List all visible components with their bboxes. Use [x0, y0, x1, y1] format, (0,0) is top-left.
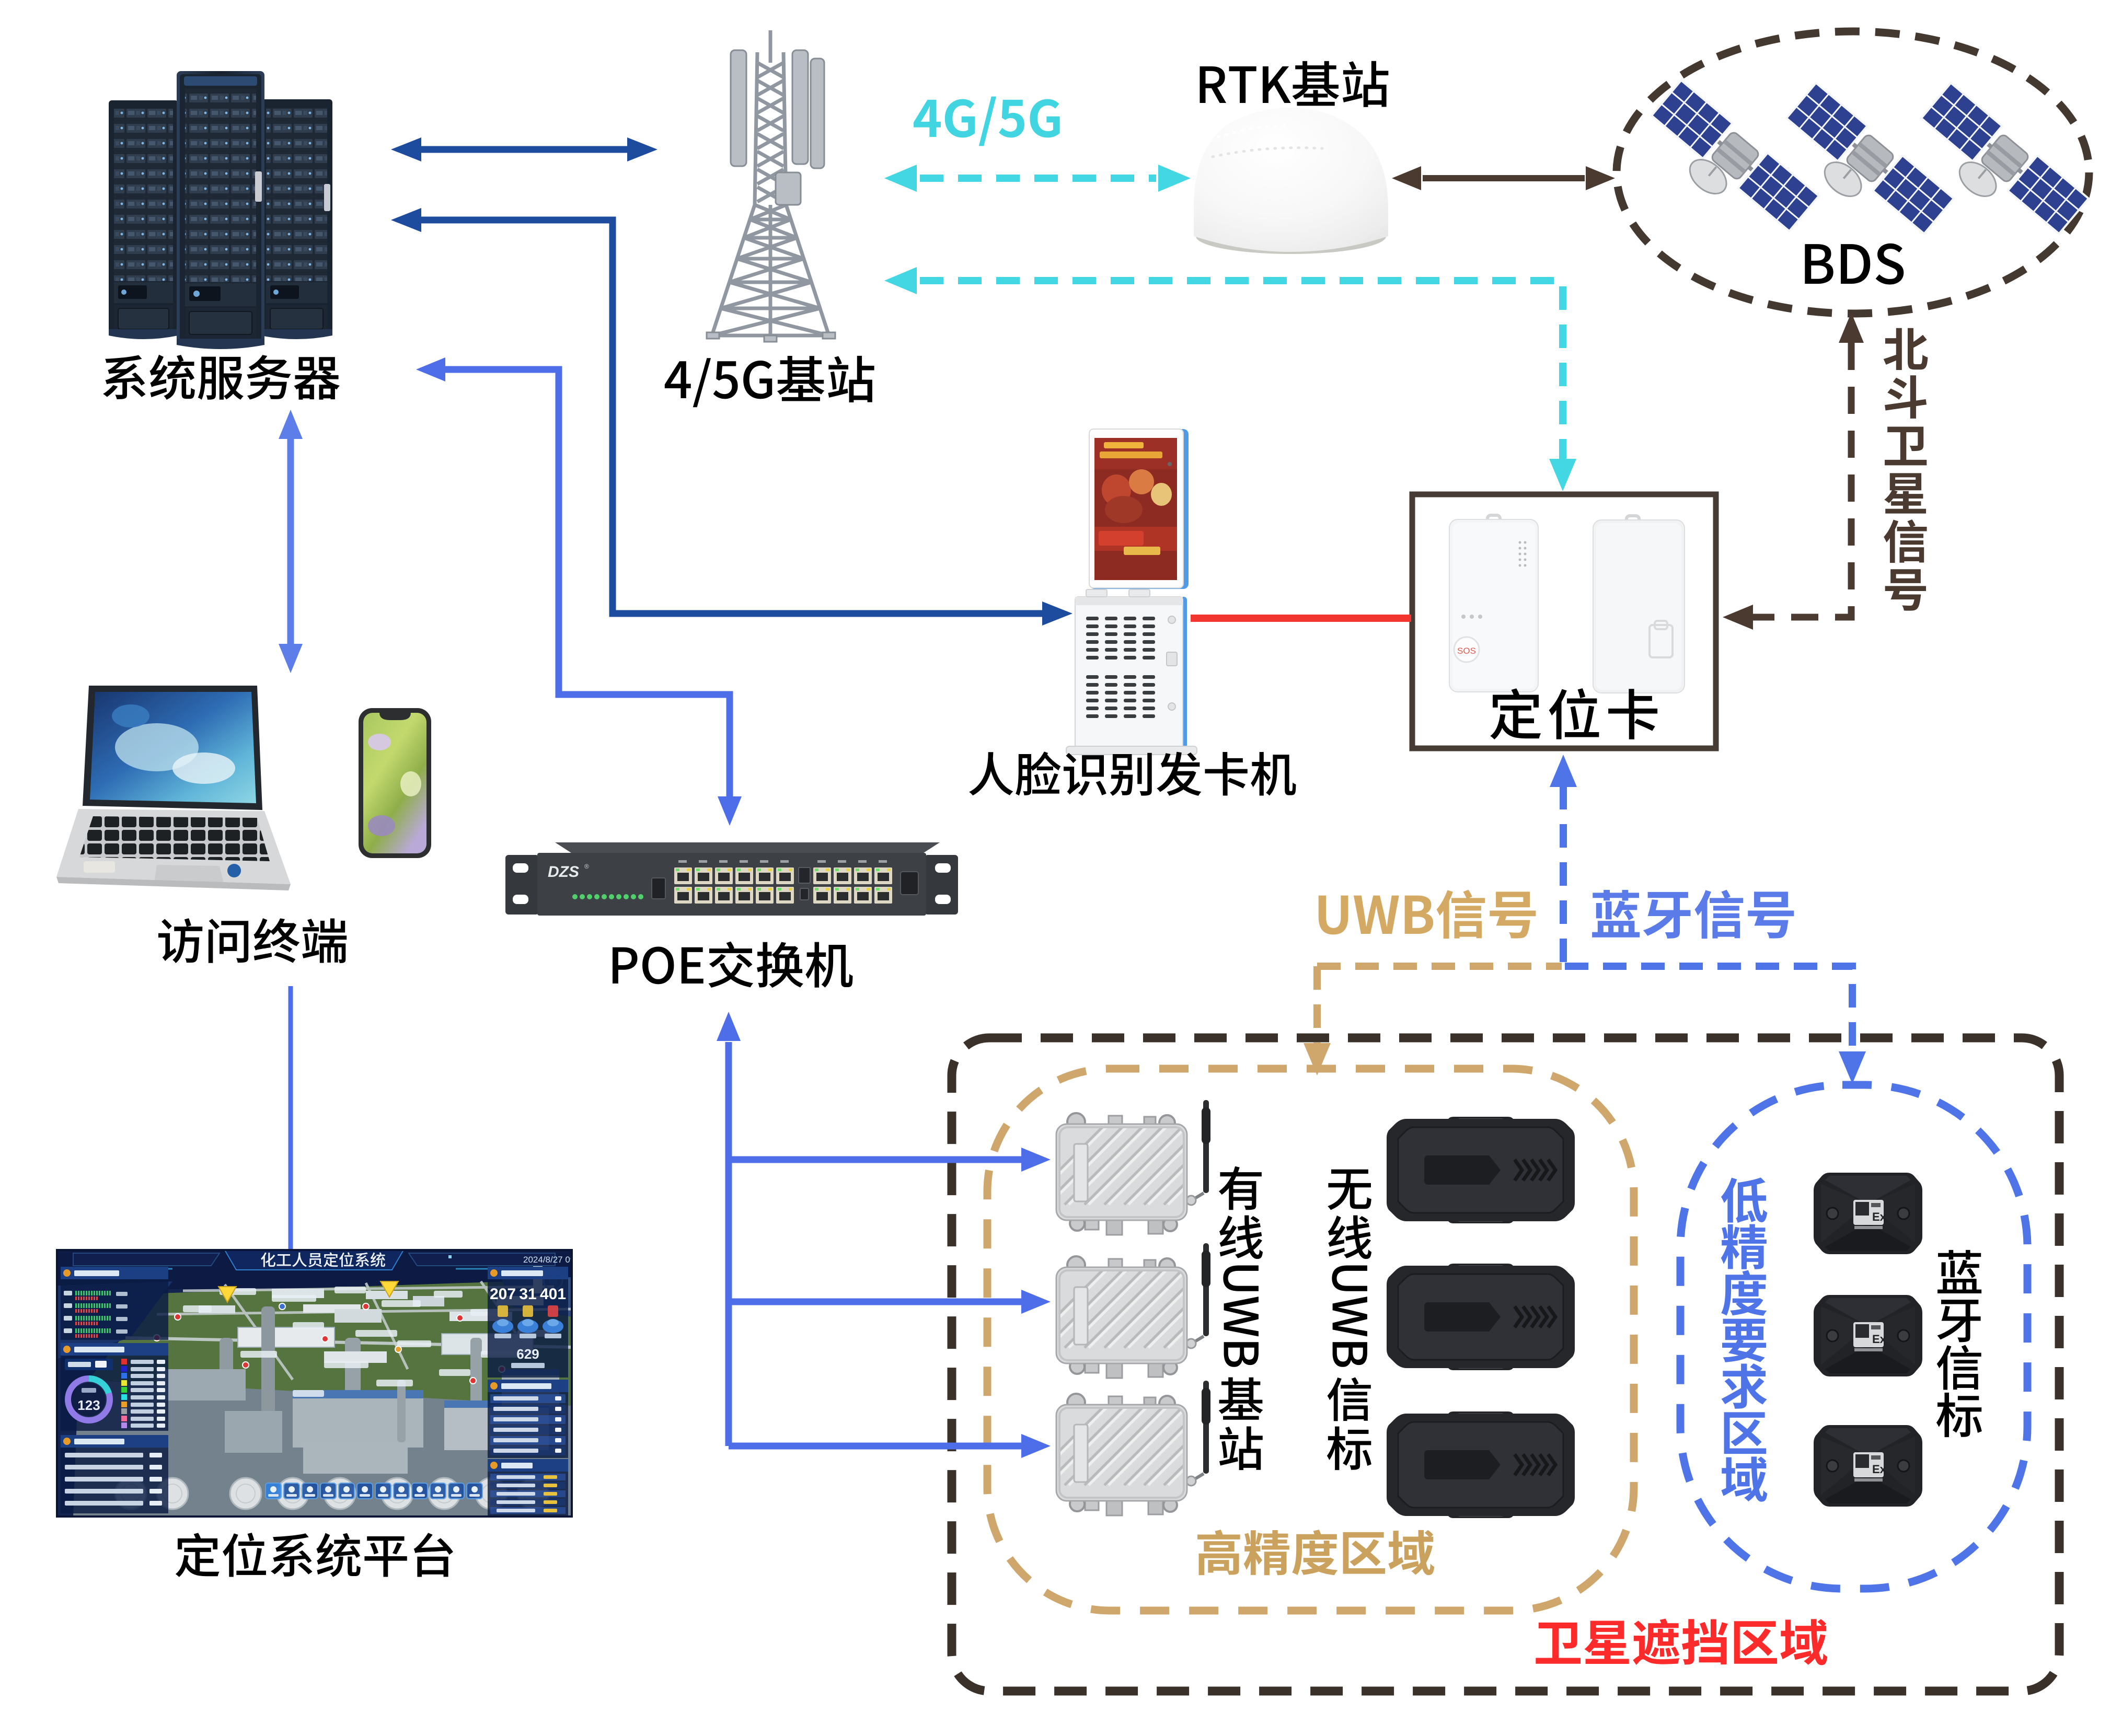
- svg-text:DZS: DZS: [548, 863, 579, 881]
- svg-text:SOS: SOS: [1457, 646, 1476, 656]
- svg-text:123: 123: [77, 1397, 100, 1413]
- svg-text:629: 629: [516, 1346, 539, 1362]
- svg-text:401: 401: [540, 1286, 566, 1303]
- svg-text:207: 207: [490, 1286, 516, 1303]
- svg-text:31: 31: [519, 1286, 536, 1303]
- svg-text:2024/8/27 09:56:23: 2024/8/27 09:56:23: [523, 1255, 600, 1265]
- svg-text:®: ®: [584, 863, 589, 870]
